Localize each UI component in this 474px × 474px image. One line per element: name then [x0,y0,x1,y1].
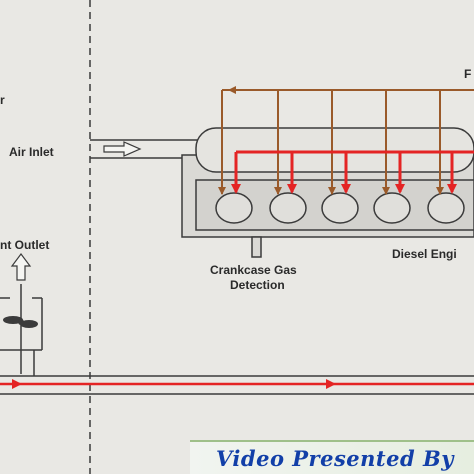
crankcase-gas-label: Crankcase Gas [210,263,297,277]
intake-manifold [195,127,474,173]
diesel-engine-label: Diesel Engi [392,247,457,261]
arrow-right-icon [103,141,142,157]
fan-icon [3,316,38,328]
cylinder [373,192,411,224]
gas-flow-lines [231,150,474,194]
edge-label-left: r [0,93,5,107]
outlet-label: nt Outlet [0,238,49,252]
cylinder [269,192,307,224]
cylinder [215,192,253,224]
sampling-pipes [218,86,474,195]
fan-housing [0,284,43,374]
gas-detection-probe [251,236,262,258]
detection-label: Detection [230,278,285,292]
return-pipe [0,350,474,395]
air-inlet-label: Air Inlet [9,145,54,159]
edge-label-right: F [464,67,471,81]
banner-text: Video Presented By [216,446,454,471]
flow-direction-arrows [12,379,336,389]
arrow-up-icon [10,253,32,281]
cylinder [321,192,359,224]
presenter-banner: Video Presented By [190,440,474,474]
cylinder [427,192,465,224]
